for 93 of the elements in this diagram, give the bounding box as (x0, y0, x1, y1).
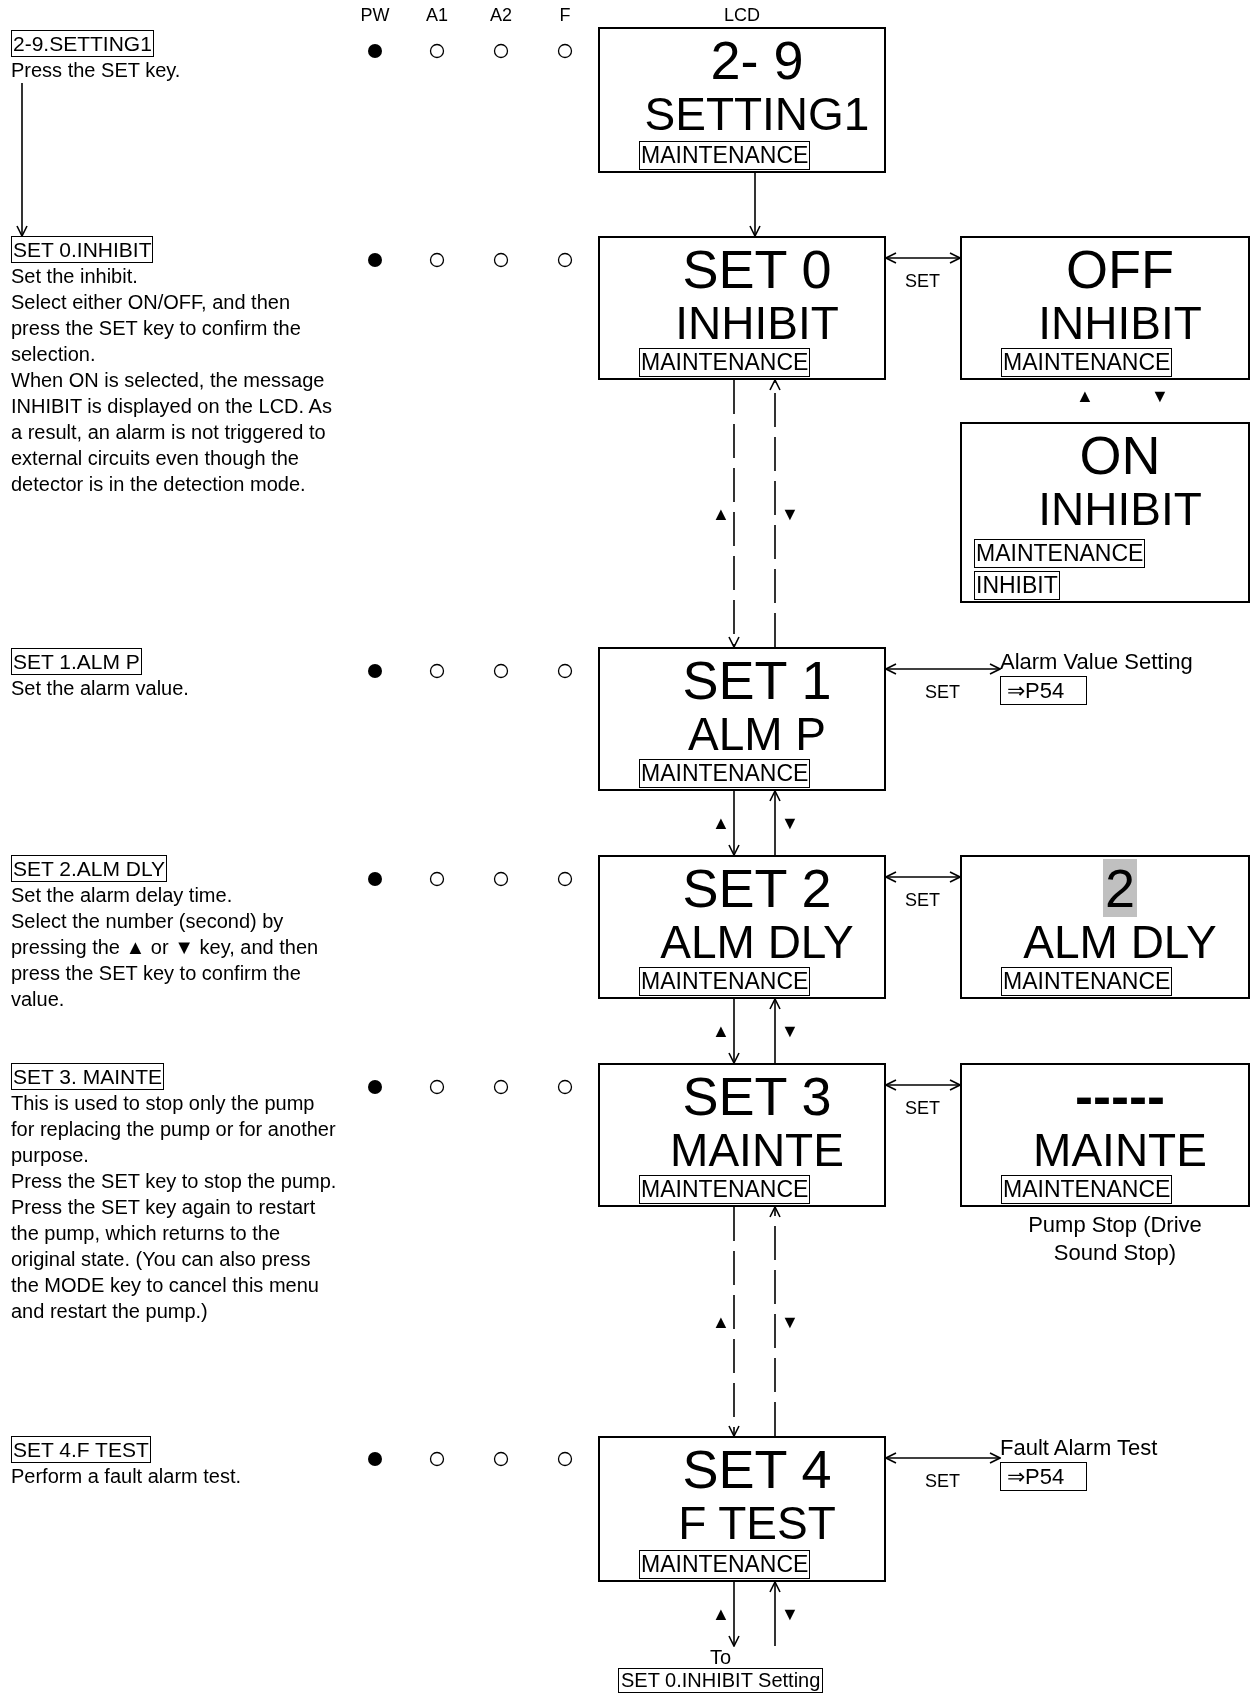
toggle-arrow (885, 1452, 1001, 1464)
lcd-screen (960, 855, 1250, 999)
edge-label: SET (905, 1099, 940, 1117)
screen-note: Pump Stop (Drive Sound Stop) (1027, 1211, 1203, 1267)
column-header: F (559, 5, 571, 25)
display-value: 2- 9 (709, 31, 805, 89)
goto-text: To (710, 1646, 732, 1668)
key-label: ▼ (1151, 386, 1169, 406)
lcd-screen (598, 27, 886, 173)
flow-arrow (728, 379, 740, 648)
display-text: INHIBIT (1037, 298, 1203, 348)
step-description: Set the alarm value. (11, 676, 190, 701)
step-heading: SET 0.INHIBIT (11, 236, 154, 263)
display-value: SET 4 (681, 1440, 833, 1498)
flow-arrow (728, 998, 740, 1064)
lcd-screen (598, 647, 886, 791)
flow-arrow (769, 1206, 781, 1437)
column-header: PW (360, 5, 390, 25)
lcd-screen (960, 1063, 1250, 1207)
flow-arrow (728, 790, 740, 856)
toggle-arrow (885, 871, 961, 883)
display-text: ALM P (686, 709, 827, 759)
display-value: OFF (1065, 240, 1175, 298)
status-tag: INHIBIT (974, 571, 1060, 600)
lcd-screen (960, 236, 1250, 380)
status-tag: MAINTENANCE (639, 348, 811, 377)
display-value: ON (1078, 426, 1162, 484)
display-text: ALM DLY (659, 917, 855, 967)
step-description: When ON is selected, the message INHIBIT is displayed on the LCD. As a result, an alarm is not triggered to external circuits even though the detector is in the detection mode. (11, 368, 333, 497)
flow-arrow (769, 379, 781, 648)
status-tag: MAINTENANCE (639, 1175, 811, 1204)
display-text: SETTING1 (643, 89, 871, 139)
lcd-screen (960, 422, 1250, 603)
step-description: This is used to stop only the pump for replacing the pump or for another purpose. (11, 1091, 337, 1168)
display-value: 2 (1102, 859, 1137, 917)
reference-title: Alarm Value Setting (1000, 648, 1193, 676)
page-reference: ⇒P54 (1000, 676, 1088, 705)
status-tag: MAINTENANCE (639, 759, 811, 788)
lcd-screen (598, 855, 886, 999)
page-reference: ⇒P54 (1000, 1462, 1088, 1491)
reference-title: Fault Alarm Test (1000, 1434, 1158, 1462)
column-header: LCD (724, 5, 760, 25)
display-text: MAINTE (1032, 1125, 1208, 1175)
status-tag: MAINTENANCE (1001, 348, 1173, 377)
display-text: INHIBIT (674, 298, 840, 348)
display-text: ALM DLY (1022, 917, 1218, 967)
goto-target: SET 0.INHIBIT Setting (618, 1668, 824, 1693)
step-heading: SET 2.ALM DLY (11, 855, 168, 882)
edge-label: SET (925, 683, 960, 701)
step-heading: SET 1.ALM P (11, 648, 142, 675)
key-label: ▲ (1076, 386, 1094, 406)
flow-arrow (728, 1581, 740, 1647)
display-value: SET 1 (681, 651, 833, 709)
flow-arrow (769, 1581, 781, 1647)
lcd-screen (598, 1063, 886, 1207)
toggle-arrow (885, 252, 961, 264)
flow-arrow (769, 790, 781, 856)
step-heading: SET 3. MAINTE (11, 1063, 164, 1090)
step-description: Set the alarm delay time. (11, 883, 234, 908)
step-description: Set the inhibit. (11, 264, 139, 289)
toggle-arrow (885, 663, 1001, 675)
edge-label: SET (925, 1472, 960, 1490)
display-text: MAINTE (669, 1125, 845, 1175)
status-tag: MAINTENANCE (974, 539, 1146, 568)
display-text: F TEST (677, 1498, 837, 1548)
status-tag: MAINTENANCE (639, 967, 811, 996)
display-value: ----- (1074, 1067, 1166, 1125)
status-tag: MAINTENANCE (639, 141, 811, 170)
status-tag: MAINTENANCE (639, 1550, 811, 1579)
step-description: Press the SET key to stop the pump. Press the SET key again to restart the pump, which returns to the original state. (You can also press the MODE key to cancel this menu and restart the pump.) (11, 1169, 338, 1324)
step-description: Select either ON/OFF, and then press the SET key to confirm the selection. (11, 290, 302, 367)
lcd-screen (598, 1436, 886, 1582)
step-description: Press the SET key. (11, 58, 182, 83)
edge-label: SET (905, 891, 940, 909)
toggle-arrow (885, 1079, 961, 1091)
display-value: SET 2 (681, 859, 833, 917)
step-heading: 2-9.SETTING1 (11, 30, 154, 57)
display-value: SET 3 (681, 1067, 833, 1125)
column-header: A1 (426, 5, 448, 25)
flow-arrow (769, 998, 781, 1064)
step-description: Select the number (second) by pressing the ▲ or ▼ key, and then press the SET key to confirm the value. (11, 909, 320, 1012)
step-heading: SET 4.F TEST (11, 1436, 151, 1463)
step-description: Perform a fault alarm test. (11, 1464, 243, 1489)
flow-arrow (728, 1206, 740, 1437)
status-tag: MAINTENANCE (1001, 1175, 1173, 1204)
column-header: A2 (490, 5, 512, 25)
display-value: SET 0 (681, 240, 833, 298)
lcd-screen (598, 236, 886, 380)
display-text: INHIBIT (1037, 484, 1203, 534)
status-tag: MAINTENANCE (1001, 967, 1173, 996)
flow-arrow (16, 82, 28, 237)
flow-arrow (749, 172, 761, 237)
edge-label: SET (905, 272, 940, 290)
